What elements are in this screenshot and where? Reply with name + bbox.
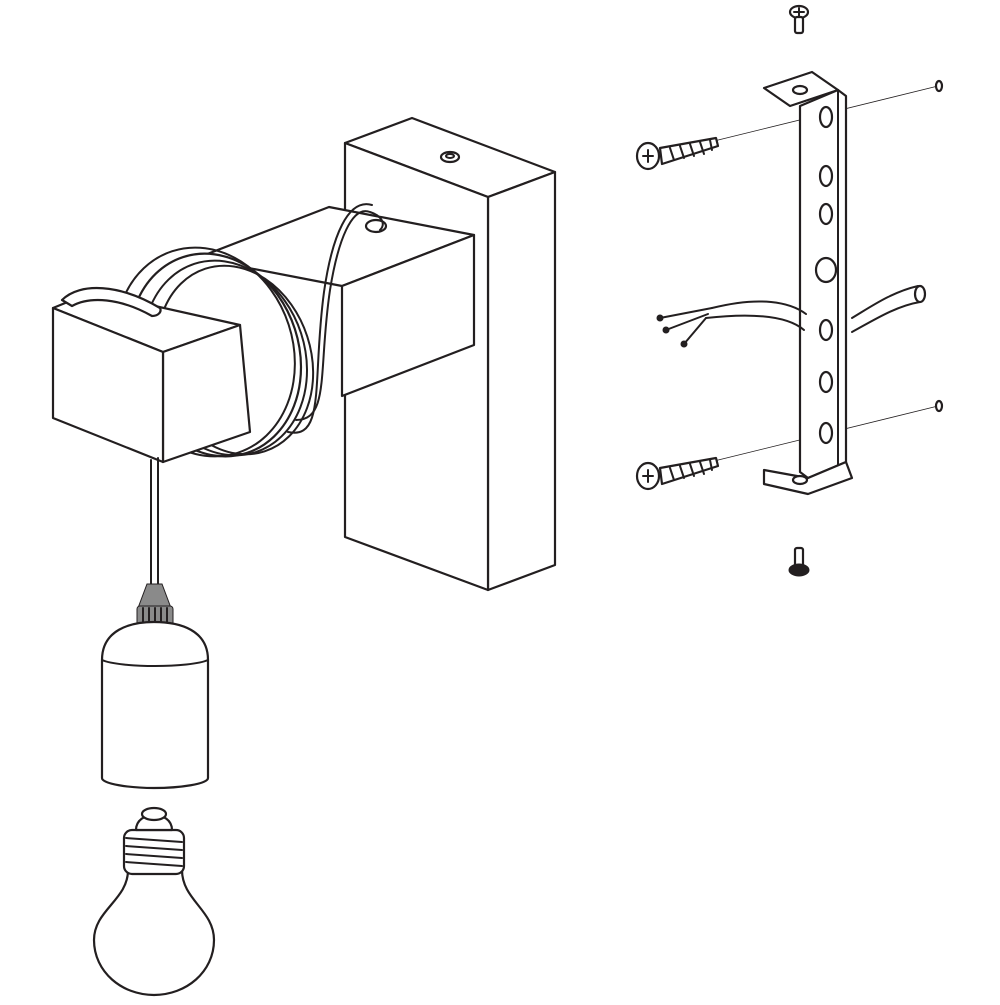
- pendant-cord-icon: [150, 457, 159, 586]
- mains-cable-icon: [656, 284, 927, 348]
- light-bulb-icon: [92, 806, 216, 997]
- lamp-socket-icon: [100, 620, 210, 790]
- wall-screw-icon: [635, 136, 720, 171]
- square-arm-icon: [195, 205, 476, 398]
- wall-screw-icon: [635, 456, 720, 491]
- wall-plug-icon: [934, 79, 944, 93]
- small-bolt-icon: [788, 546, 810, 577]
- small-bolt-icon: [788, 4, 810, 35]
- wall-plug-icon: [934, 399, 944, 413]
- mounting-bracket-icon: [762, 70, 854, 496]
- end-cap-block-icon: [51, 286, 252, 464]
